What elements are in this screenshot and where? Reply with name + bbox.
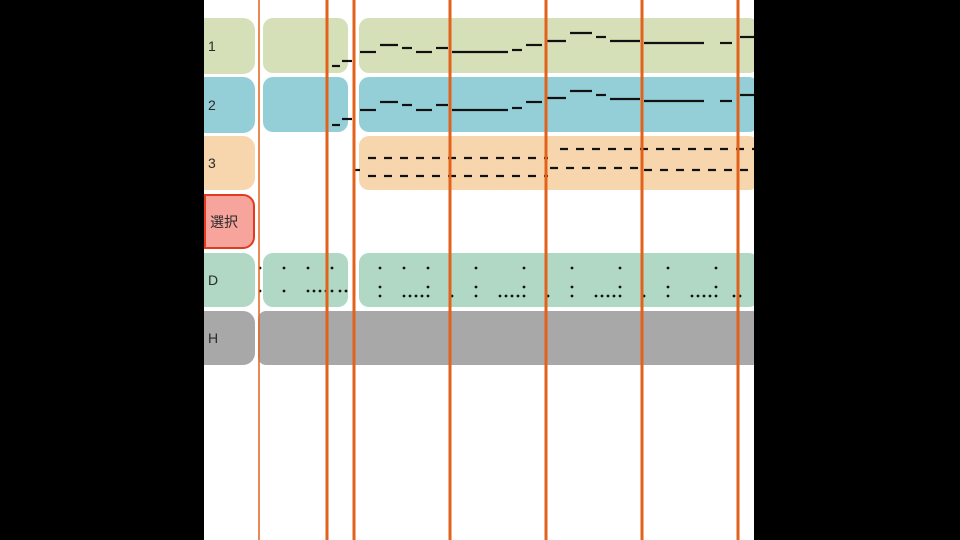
track-1-label: 1 bbox=[208, 38, 216, 54]
bar-lines bbox=[258, 0, 740, 540]
track-h-clip[interactable] bbox=[258, 311, 754, 365]
track-3-header[interactable]: 3 bbox=[204, 136, 255, 190]
track-d-notes bbox=[258, 256, 742, 298]
select-track-label: 選択 bbox=[210, 213, 238, 230]
track-1-clip-a[interactable] bbox=[263, 18, 348, 73]
track-d-header[interactable]: D bbox=[204, 253, 255, 307]
track-3-label: 3 bbox=[208, 155, 216, 171]
track-h-header[interactable]: H bbox=[204, 311, 255, 365]
track-2-clip-b[interactable] bbox=[359, 77, 754, 132]
sequencer-view: 1 2 3 選択 D H bbox=[204, 0, 754, 540]
track-1-clip-b[interactable] bbox=[359, 18, 754, 73]
track-2-clip-a[interactable] bbox=[263, 77, 348, 132]
track-d-clip-a[interactable] bbox=[263, 253, 348, 307]
select-track-button[interactable]: 選択 bbox=[204, 194, 255, 249]
note-overlay bbox=[258, 0, 754, 540]
track-h-label: H bbox=[208, 330, 219, 346]
track-d-label: D bbox=[208, 272, 219, 288]
track-1-notes bbox=[332, 31, 754, 68]
track-2-notes bbox=[332, 89, 754, 127]
track-2-label: 2 bbox=[208, 97, 216, 113]
track-3-clip-b[interactable] bbox=[359, 136, 754, 190]
track-2-header[interactable]: 2 bbox=[204, 77, 255, 133]
track-3-notes bbox=[354, 147, 754, 178]
track-1-header[interactable]: 1 bbox=[204, 18, 255, 74]
track-d-clip-b[interactable] bbox=[359, 253, 754, 307]
